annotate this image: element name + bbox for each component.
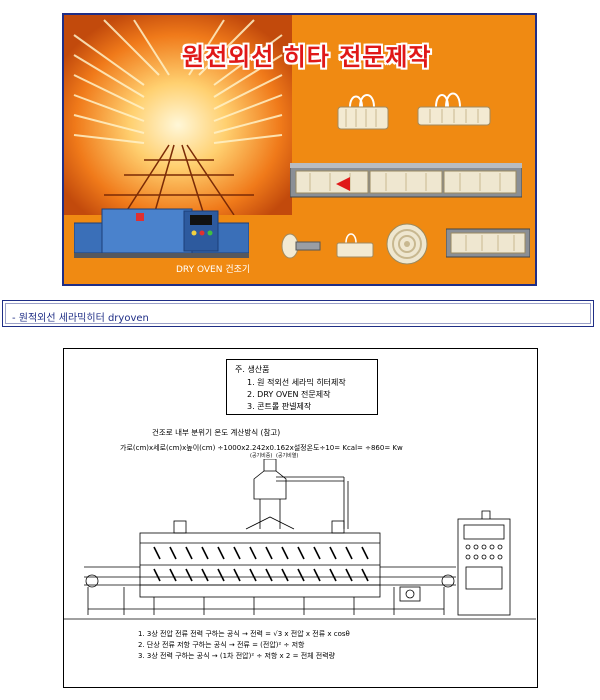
product-item: 3. 콘트롤 판넬제작 — [247, 402, 312, 411]
panel-heater-image — [446, 228, 530, 258]
product-banner: 원전외선 히타 전문제작 DRY OVEN 건조기 — [62, 13, 537, 286]
products-title: 주. 생산품 — [235, 365, 270, 374]
formula-note-air-specific-heat: (공기비열) — [276, 453, 299, 459]
products-box: 주. 생산품 1. 원 적외선 세라믹 히터제작 2. DRY OVEN 전문제… — [226, 359, 378, 415]
caption-inner-frame: - 원적외선 세라믹히터 dryoven — [5, 303, 591, 324]
dry-oven-technical-drawing: 주. 생산품 1. 원 적외선 세라믹 히터제작 2. DRY OVEN 전문제… — [63, 348, 538, 688]
product-item: 1. 원 적외선 세라믹 히터제작 — [247, 378, 346, 387]
infrared-bulb-heater-image — [281, 233, 321, 259]
long-panel-heater-image — [290, 163, 522, 198]
product-item: 2. DRY OVEN 전문제작 — [247, 390, 331, 399]
image-caption-box: - 원적외선 세라믹히터 dryoven — [2, 300, 594, 327]
calc-formula: 가로(cm)x세로(cm)x높이(cm) ÷1000x2.242x0.162x설… — [120, 444, 403, 452]
formula-note: 3. 3상 전력 구하는 공식 → (1차 전압)² ÷ 저항 x 2 = 전체… — [138, 652, 336, 660]
ceramic-heater-image-3 — [336, 233, 374, 258]
formula-note: 2. 단상 전류 저항 구하는 공식 → 전류 = (전압)² ÷ 저항 — [138, 641, 305, 649]
calc-method-title: 건조로 내부 분위기 온도 계산방식 (참고) — [152, 428, 281, 437]
banner-title: 원전외선 히타 전문제작 — [182, 43, 432, 71]
ceramic-heater-image-2 — [417, 92, 491, 126]
dry-oven-machine-image — [74, 208, 249, 258]
caption-text: - 원적외선 세라믹히터 dryoven — [12, 313, 149, 324]
round-coil-heater-image — [386, 223, 428, 265]
oven-line-drawing — [64, 459, 536, 620]
arrow-icon — [336, 177, 350, 191]
ceramic-heater-image-1 — [337, 94, 389, 130]
formula-note: 1. 3상 전압 전류 전력 구하는 공식 → 전력 = √3 x 전압 x 전… — [138, 630, 350, 638]
dry-oven-caption: DRY OVEN 건조기 — [176, 265, 251, 275]
formula-note-air-density: (공기비중) — [250, 453, 273, 459]
furnace-tunnel-photo — [64, 15, 292, 215]
